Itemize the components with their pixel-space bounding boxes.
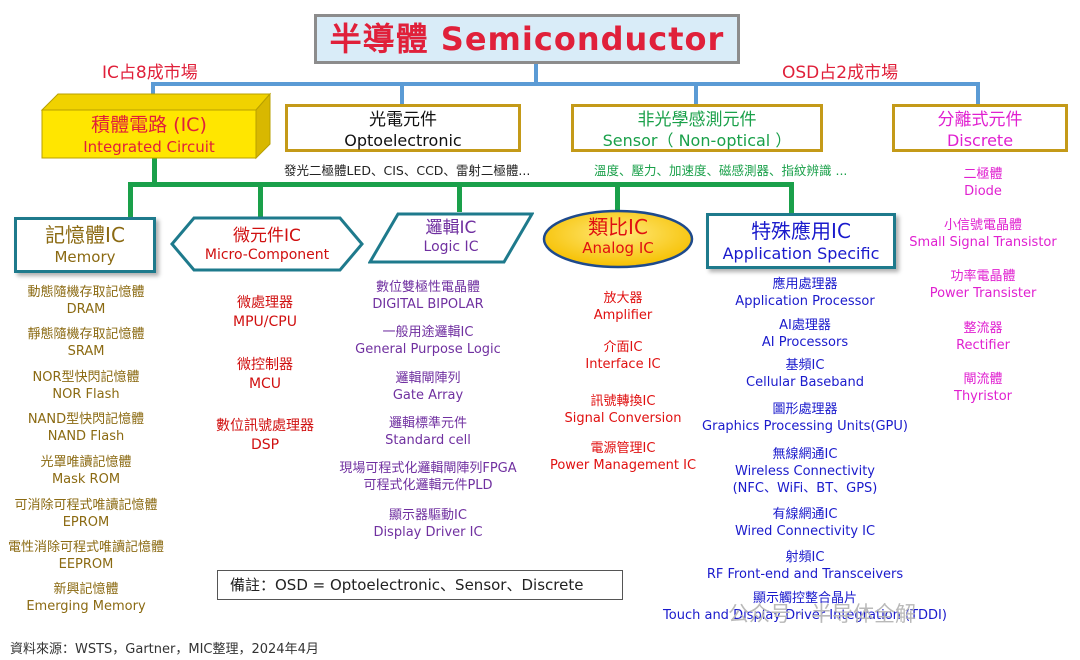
asic-item: 射頻IC RF Front-end and Transceivers xyxy=(706,550,904,582)
logic-item: 數位雙極性電晶體 DIGITAL BIPOLAR xyxy=(372,280,484,312)
logic-item: 邏輯標準元件 Standard cell xyxy=(385,416,471,448)
memory-zh: 記憶體IC xyxy=(45,223,125,247)
micro-zh: 微元件IC xyxy=(233,226,301,246)
logic-item: 邏輯閘陣列 Gate Array xyxy=(392,371,464,403)
asic-item: 應用處理器 Application Processor xyxy=(735,277,875,309)
connector-title-stem xyxy=(534,64,538,84)
memory-item: 靜態隨機存取記憶體 SRAM xyxy=(27,327,145,359)
ic-category-zh: 積體電路 (IC) xyxy=(91,114,207,136)
analog-ic-shape xyxy=(542,209,694,269)
optoelectronic-box: 光電元件 Optoelectronic xyxy=(285,104,521,152)
logic-item: 顯示器驅動IC Display Driver IC xyxy=(373,508,483,540)
ic-category-label: 積體電路 (IC) Integrated Circuit xyxy=(42,113,256,157)
connector-opto-drop xyxy=(400,82,404,104)
connector-memory-drop xyxy=(128,182,133,218)
connector-asic-drop xyxy=(789,182,794,214)
sensor-examples: 溫度、壓力、加速度、磁感測器、指紋辨識 ... xyxy=(594,163,848,178)
connector-discrete-drop xyxy=(976,82,980,104)
ic-market-share-label: IC占8成市場 xyxy=(102,63,198,83)
watermark: 公众号 · 半导体全解 xyxy=(728,602,917,626)
asic-item: 有線網通IC Wired Connectivity IC xyxy=(734,507,876,539)
title-box: 半導體 Semiconductor xyxy=(314,14,740,64)
logic-ic-label: 邏輯IC Logic IC xyxy=(368,218,534,256)
connector-analog-drop xyxy=(615,182,620,212)
asic-item: 無線網通IC Wireless Connectivity (NFC、WiFi、B… xyxy=(732,447,878,496)
asic-item: 顯示觸控整合晶片 Touch and Display Driver Integr… xyxy=(663,591,947,623)
analog-item: 訊號轉換IC Signal Conversion xyxy=(564,394,682,426)
asic-item: AI處理器 AI Processors xyxy=(761,318,849,350)
memory-en: Memory xyxy=(54,248,116,266)
logic-zh: 邏輯IC xyxy=(425,218,477,238)
logic-ic-shape xyxy=(368,212,534,264)
analog-item: 介面IC Interface IC xyxy=(585,340,661,372)
connector-sensor-drop xyxy=(694,82,698,104)
sensor-box: 非光學感測元件 Sensor（ Non-optical ） xyxy=(571,104,823,152)
memory-item: NOR型快閃記憶體 NOR Flash xyxy=(32,370,140,402)
osd-market-share-label: OSD占2成市場 xyxy=(782,63,899,83)
discrete-en: Discrete xyxy=(946,131,1014,150)
micro-en: Micro-Component xyxy=(204,247,330,263)
micro-component-shape xyxy=(170,216,364,272)
ic-category-en: Integrated Circuit xyxy=(83,138,215,156)
discrete-item: 二極體 Diode xyxy=(963,167,1003,199)
asic-en: Application Specific xyxy=(722,244,880,263)
discrete-box: 分離式元件 Discrete xyxy=(892,104,1068,152)
ic-box-3d xyxy=(40,92,272,160)
asic-zh: 特殊應用IC xyxy=(751,219,851,243)
connector-top-bar xyxy=(151,82,980,86)
asic-item: 基頻IC Cellular Baseband xyxy=(746,358,864,390)
source-text: 資料來源：WSTS，Gartner，MIC整理，2024年4月 xyxy=(10,642,319,657)
optoelectronic-zh: 光電元件 xyxy=(369,110,437,130)
memory-item: NAND型快閃記憶體 NAND Flash xyxy=(27,412,145,444)
discrete-item: 小信號電晶體 Small Signal Transistor xyxy=(909,218,1057,250)
sensor-en: Sensor（ Non-optical ） xyxy=(602,131,792,150)
memory-item: 可消除可程式唯讀記憶體 EPROM xyxy=(14,498,158,530)
sensor-zh: 非光學感測元件 xyxy=(637,110,757,130)
discrete-zh: 分離式元件 xyxy=(937,110,1023,130)
analog-ic-label: 類比IC Analog IC xyxy=(541,215,695,257)
logic-item: 現場可程式化邏輯閘陣列FPGA 可程式化邏輯元件PLD xyxy=(339,461,517,493)
connector-ic-stem xyxy=(152,157,157,185)
micro-item: 微處理器 MPU/CPU xyxy=(233,295,297,330)
optoelectronic-examples: 發光二極體LED、CIS、CCD、雷射二極體... xyxy=(284,163,531,178)
discrete-item: 功率電晶體 Power Transister xyxy=(929,269,1037,301)
optoelectronic-en: Optoelectronic xyxy=(344,131,462,150)
logic-en: Logic IC xyxy=(423,239,479,255)
note-box: 備註：OSD = Optoelectronic、Sensor、Discrete xyxy=(217,570,623,600)
memory-item: 動態隨機存取記憶體 DRAM xyxy=(27,285,145,317)
asic-item: 圖形處理器 Graphics Processing Units(GPU) xyxy=(702,402,908,434)
discrete-item: 閘流體 Thyristor xyxy=(954,372,1012,404)
micro-item: 微控制器 MCU xyxy=(237,357,293,392)
logic-item: 一般用途邏輯IC General Purpose Logic xyxy=(355,325,501,357)
memory-item: 新興記憶體 Emerging Memory xyxy=(26,582,146,614)
memory-box: 記憶體IC Memory xyxy=(14,217,156,273)
memory-item: 電性消除可程式唯讀記憶體 EEPROM xyxy=(7,540,164,572)
analog-zh: 類比IC xyxy=(588,215,648,239)
connector-micro-drop xyxy=(258,182,263,218)
analog-item: 電源管理IC Power Management IC xyxy=(549,441,697,473)
memory-item: 光罩唯讀記憶體 Mask ROM xyxy=(40,455,132,487)
analog-en: Analog IC xyxy=(582,239,654,257)
connector-logic-drop xyxy=(457,182,462,212)
discrete-item: 整流器 Rectifier xyxy=(956,321,1010,353)
analog-item: 放大器 Amplifier xyxy=(593,291,653,323)
micro-item: 數位訊號處理器 DSP xyxy=(216,418,314,453)
connector-ic-drop xyxy=(151,82,155,102)
asic-box: 特殊應用IC Application Specific xyxy=(706,213,896,269)
micro-component-label: 微元件IC Micro-Component xyxy=(172,226,362,264)
